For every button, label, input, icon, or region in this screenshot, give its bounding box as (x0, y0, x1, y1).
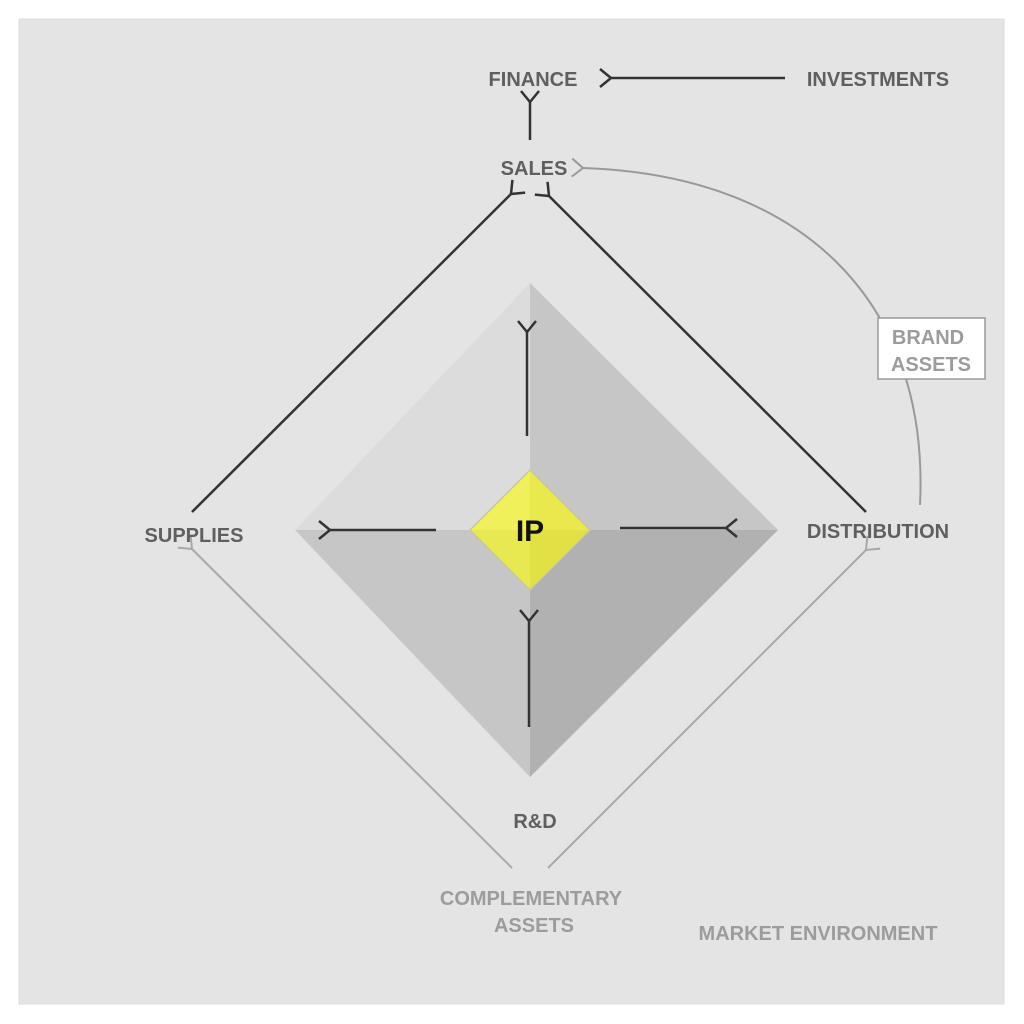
arrow-complementary-to-distribution (547, 535, 881, 869)
core-pyramid (295, 283, 778, 777)
distribution-label: DISTRIBUTION (807, 521, 949, 543)
brand-assets-box: BRAND ASSETS (877, 317, 986, 380)
arrow-brand-assets-to-sales (571, 157, 922, 506)
supplies-label: SUPPLIES (145, 525, 244, 547)
finance-label: FINANCE (489, 69, 578, 91)
pyramid-face-top-left (295, 283, 530, 530)
complementary-assets-label-line1: COMPLEMENTARY (440, 888, 623, 910)
ip-label: IP (516, 515, 544, 548)
arrow-distribution-to-sales (534, 181, 867, 513)
rnd-label: R&D (513, 811, 556, 833)
investments-label: INVESTMENTS (807, 69, 949, 91)
pyramid-face-top-right (530, 283, 778, 530)
pyramid-face-bottom-right (530, 530, 778, 777)
market-environment-label: MARKET ENVIRONMENT (699, 923, 938, 945)
brand-assets-label-line2: ASSETS (891, 354, 971, 376)
arrow-supplies-to-sales (191, 179, 526, 513)
arrow-complementary-to-supplies (177, 534, 513, 869)
pyramid-face-bottom-left (295, 530, 530, 777)
ip-node: IP (468, 468, 592, 592)
complementary-assets-label-line2: ASSETS (494, 915, 574, 937)
brand-assets-label-line1: BRAND (892, 327, 964, 349)
sales-label: SALES (501, 158, 568, 180)
